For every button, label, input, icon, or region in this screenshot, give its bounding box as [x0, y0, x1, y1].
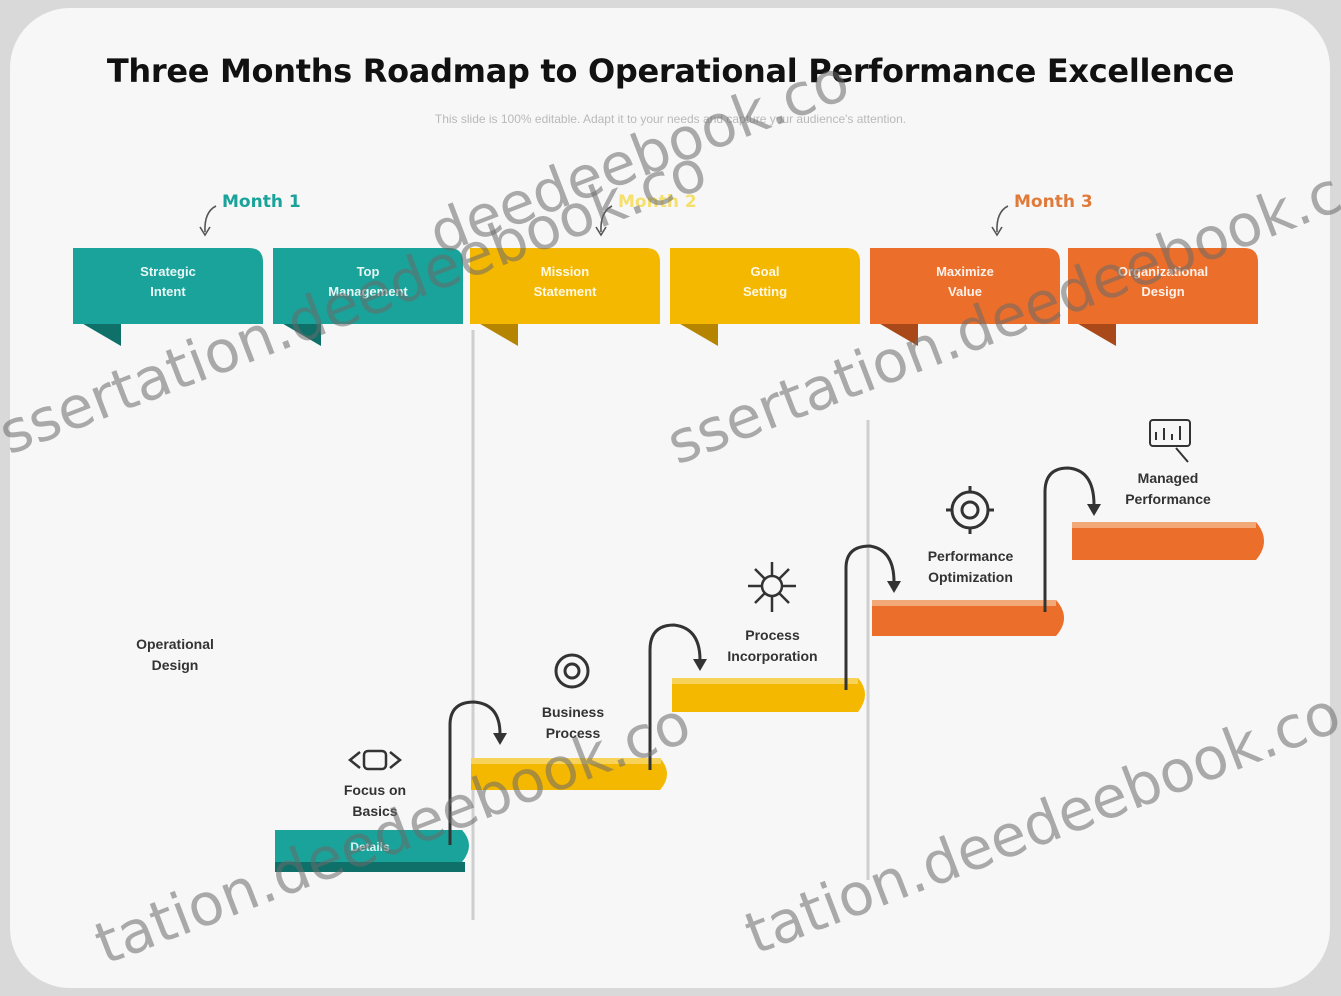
tab-fold [670, 318, 718, 346]
step-label-focus-on-basics: Focus on Basics [343, 782, 407, 819]
step-label-managed-performance: Managed Performance [1125, 470, 1211, 507]
tab-body [670, 248, 860, 324]
step-bar-2-shade [471, 758, 661, 764]
step-connector-head-3 [887, 581, 901, 593]
step-bar-1 [275, 830, 469, 862]
tab-label: Organizational Design [1117, 264, 1209, 299]
tab-goal-setting: Goal Setting [670, 248, 860, 346]
month-2-pointer [600, 205, 613, 233]
tab-mission-statement: Mission Statement [470, 248, 660, 346]
step-connector-head-1 [493, 733, 507, 745]
tab-maximize-value: Maximize Value [870, 248, 1060, 346]
cog-icon [946, 486, 994, 534]
month-3-label: Month 3 [1014, 192, 1093, 212]
chart-hand-icon [1149, 419, 1191, 463]
month-3-pointer-head [991, 226, 1003, 237]
step-label-business-process: Business Process [541, 704, 605, 741]
tab-label: Top Management [328, 264, 408, 299]
step-connector-2 [648, 623, 702, 770]
step-bar-5 [1072, 522, 1264, 560]
step-bar-2 [471, 758, 667, 790]
step-connector-head-4 [1087, 504, 1101, 516]
code-icon [347, 749, 403, 771]
step-bar-1-shade [275, 862, 465, 872]
gear-icon [554, 653, 590, 689]
tab-top-management: Top Management [273, 248, 463, 346]
tab-body [470, 248, 660, 324]
slide-title: Three Months Roadmap to Operational Perf… [106, 52, 1235, 90]
step-label-performance-optimization: Performance Optimization [927, 548, 1014, 585]
month-2-label: Month 2 [618, 192, 697, 212]
tab-body [73, 248, 263, 324]
step-connector-3 [844, 544, 896, 690]
tab-fold [73, 318, 121, 346]
step-bar-5-shade [1072, 522, 1256, 528]
slide-subtitle: This slide is 100% editable. Adapt it to… [434, 112, 907, 126]
tab-label: Mission Statement [533, 264, 597, 299]
step-connector-4 [1043, 466, 1096, 612]
tab-body [870, 248, 1060, 324]
step-bar-1-label: Details [350, 840, 390, 854]
month-1-label: Month 1 [222, 192, 301, 212]
tab-fold [870, 318, 918, 346]
month-2-pointer-head [595, 226, 607, 237]
tab-label: Goal Setting [742, 264, 788, 299]
operational-design-label: Operational Design [136, 636, 214, 673]
month-3-pointer [996, 205, 1009, 233]
network-gear-icon [748, 562, 796, 612]
step-bar-4 [872, 600, 1064, 636]
tab-fold [1068, 318, 1116, 346]
tab-label: Strategic Intent [140, 264, 196, 299]
step-bar-4-shade [872, 600, 1056, 606]
tab-fold [273, 318, 321, 346]
tab-organizational-design: Organizational Design [1068, 248, 1258, 346]
step-bar-3 [672, 678, 865, 712]
slide-card [10, 8, 1330, 988]
step-connector-head-2 [693, 659, 707, 671]
tab-body [1068, 248, 1258, 324]
step-bar-3-shade [672, 678, 858, 684]
tab-label: Maximize Value [936, 264, 994, 299]
tab-strategic-intent: Strategic Intent [73, 248, 263, 346]
month-1-pointer-head [199, 226, 211, 237]
step-connector-1 [448, 700, 502, 845]
tab-fold [470, 318, 518, 346]
tab-body [273, 248, 463, 324]
step-label-process-incorporation: Process Incorporation [727, 627, 818, 664]
month-1-pointer [204, 205, 217, 233]
